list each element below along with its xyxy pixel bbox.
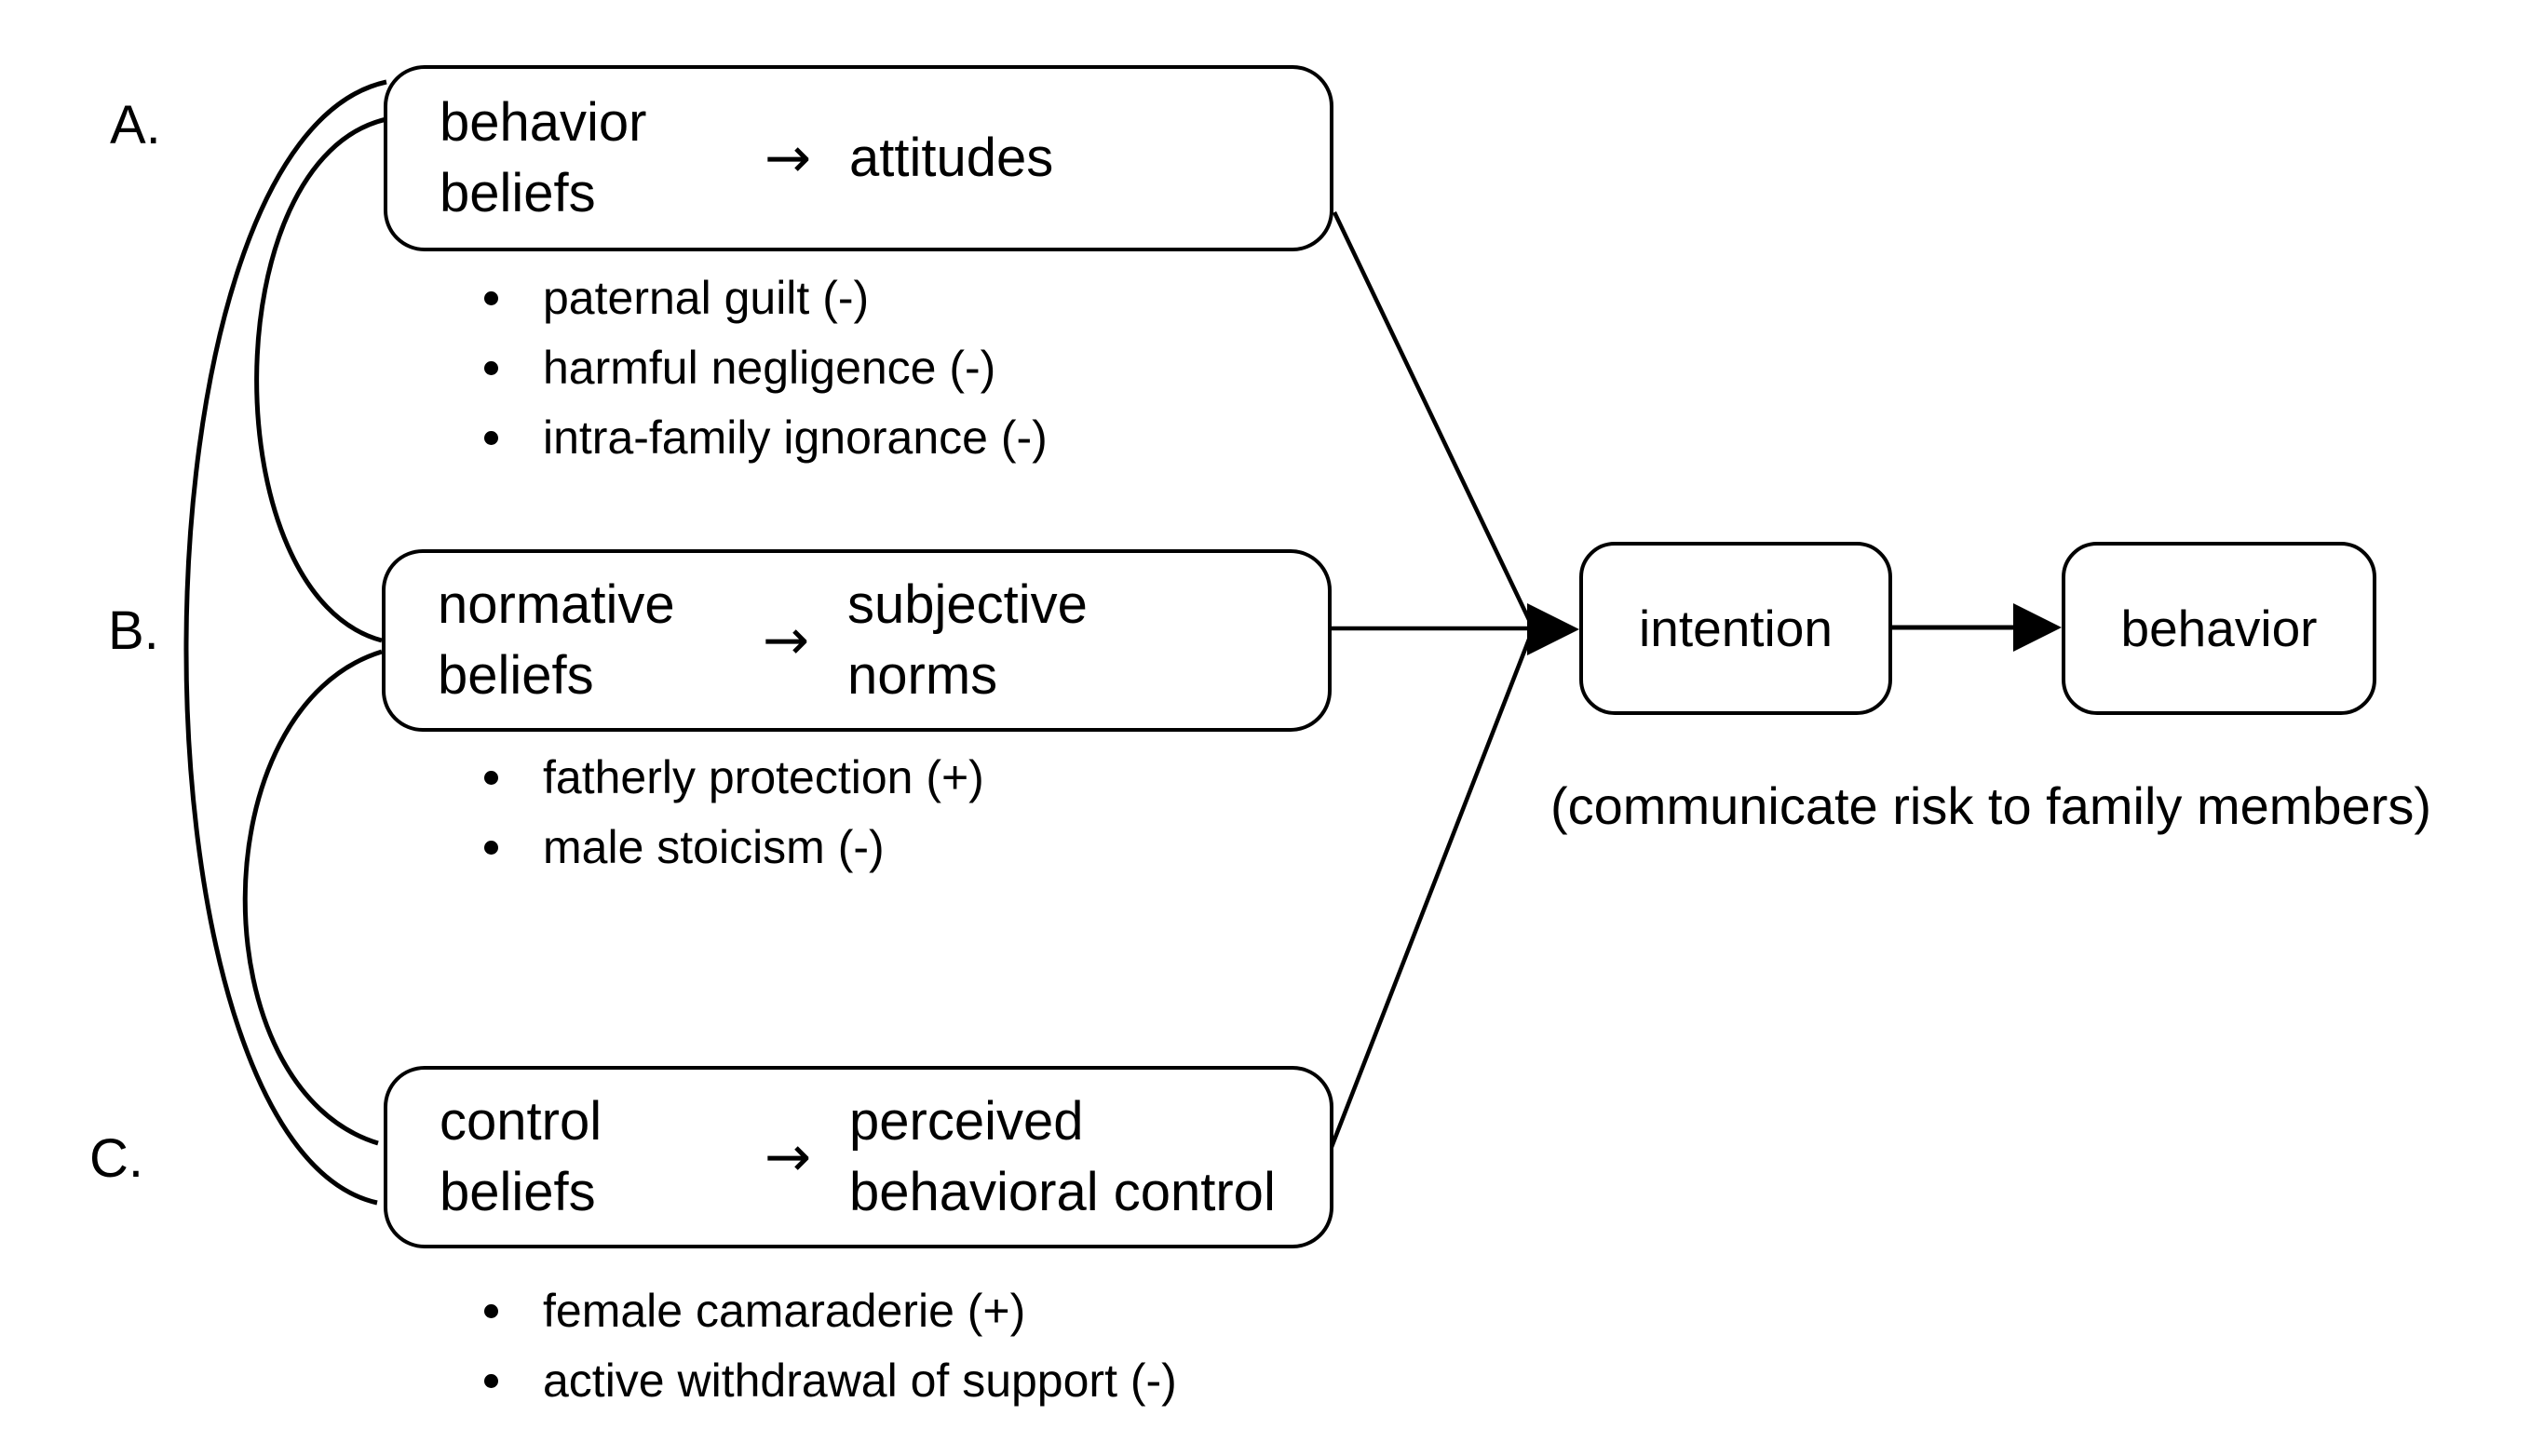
bullet-dot-icon	[484, 1304, 498, 1318]
line-attitudes-to-intention	[1332, 211, 1535, 627]
curve-box-a-to-box-c	[183, 79, 387, 1206]
arrow-right-icon: →	[762, 608, 810, 673]
term-line: norms	[847, 645, 998, 706]
curve-box-a-to-box-b	[254, 116, 387, 643]
behavior-label: behavior	[2120, 600, 2318, 657]
bullet-text: intra-family ignorance (-)	[543, 411, 1048, 464]
term-line: beliefs	[440, 1162, 596, 1222]
arrow-right-icon: →	[764, 126, 812, 191]
box-c-target-term: perceived behavioral control	[849, 1086, 1302, 1228]
section-label-c: C.	[89, 1128, 143, 1189]
belief-box-normative-beliefs: normative beliefs → subjective norms	[382, 549, 1332, 732]
behavior-box: behavior	[2062, 542, 2376, 715]
bullet-item: female camaraderie (+)	[484, 1276, 1177, 1346]
bullet-list-attitudes: paternal guilt (-) harmful negligence (-…	[484, 263, 1048, 473]
bullet-text: fatherly protection (+)	[543, 751, 984, 803]
term-line: perceived	[849, 1091, 1084, 1152]
bullet-dot-icon	[484, 841, 498, 855]
bullet-item: fatherly protection (+)	[484, 743, 984, 813]
bullet-list-subjective-norms: fatherly protection (+) male stoicism (-…	[484, 743, 984, 883]
section-label-b: B.	[108, 600, 159, 661]
bullet-item: paternal guilt (-)	[484, 263, 1048, 333]
term-line: behavioral control	[849, 1162, 1276, 1222]
term-line: attitudes	[849, 128, 1054, 188]
term-line: control	[440, 1091, 602, 1152]
bullet-text: male stoicism (-)	[543, 821, 885, 873]
term-line: behavior	[440, 92, 647, 153]
bullet-dot-icon	[484, 1374, 498, 1388]
bullet-item: male stoicism (-)	[484, 813, 984, 883]
box-a-source-term: behavior beliefs	[440, 88, 726, 229]
bullet-dot-icon	[484, 431, 498, 445]
line-perceived-control-to-intention	[1329, 631, 1535, 1148]
bullet-list-perceived-control: female camaraderie (+) active withdrawal…	[484, 1276, 1177, 1416]
arrow-right-icon: →	[764, 1125, 812, 1190]
bullet-text: harmful negligence (-)	[543, 342, 996, 394]
section-label-a: A.	[110, 95, 161, 155]
intention-box: intention	[1579, 542, 1892, 715]
curve-box-b-to-box-c	[242, 649, 383, 1146]
box-a-target-term: attitudes	[849, 123, 1302, 194]
term-line: subjective	[847, 574, 1088, 635]
arrowhead-into-behavior-icon	[2013, 603, 2062, 652]
bullet-dot-icon	[484, 361, 498, 375]
term-line: normative	[438, 574, 675, 635]
bullet-text: female camaraderie (+)	[543, 1285, 1026, 1337]
box-b-source-term: normative beliefs	[438, 570, 724, 711]
belief-box-behavior-beliefs: behavior beliefs → attitudes	[384, 65, 1333, 251]
bullet-text: active withdrawal of support (-)	[543, 1355, 1177, 1407]
bullet-text: paternal guilt (-)	[543, 272, 870, 324]
bullet-dot-icon	[484, 771, 498, 785]
bullet-item: harmful negligence (-)	[484, 333, 1048, 403]
intention-label: intention	[1639, 600, 1833, 657]
term-line: beliefs	[440, 163, 596, 223]
bullet-item: intra-family ignorance (-)	[484, 403, 1048, 473]
bullet-item: active withdrawal of support (-)	[484, 1346, 1177, 1416]
term-line: beliefs	[438, 645, 594, 706]
box-b-target-term: subjective norms	[847, 570, 1300, 711]
belief-box-control-beliefs: control beliefs → perceived behavioral c…	[384, 1066, 1333, 1248]
behavior-caption: (communicate risk to family members)	[1550, 776, 2431, 835]
arrowhead-into-intention-icon	[1527, 603, 1579, 655]
box-c-source-term: control beliefs	[440, 1086, 726, 1228]
bullet-dot-icon	[484, 291, 498, 305]
